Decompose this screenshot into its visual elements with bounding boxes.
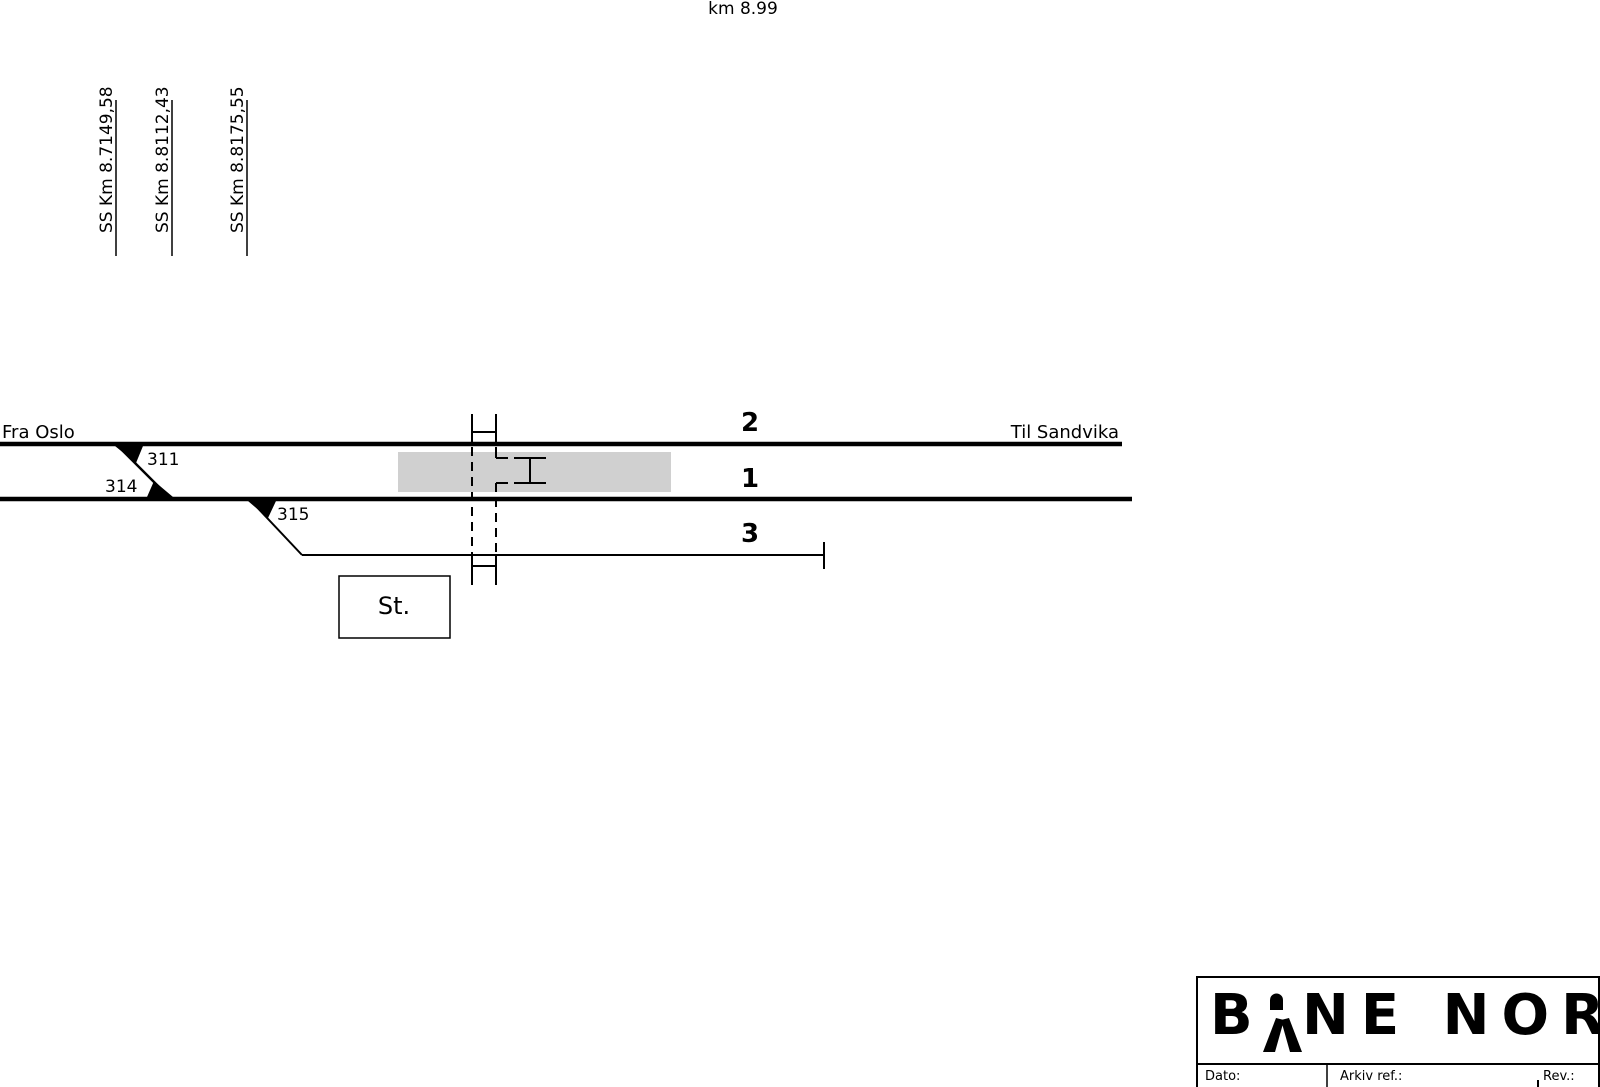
bane-nor-logo: B NE NOR [1210,983,1600,1052]
logo-text-rest: NE NOR [1302,983,1600,1048]
switch-314-marker [147,481,173,497]
km-label: km 8.99 [708,0,778,19]
station-label: St. [378,592,410,620]
track-3-number: 3 [741,519,759,549]
track-2-number: 2 [741,408,759,438]
direction-from-label: Fra Oslo [2,422,75,443]
ss-marker-2: SS Km 8.8112,43 [153,86,173,256]
track-1-number: 1 [741,464,759,494]
ss-marker-3: SS Km 8.8175,55 [228,86,248,256]
ss-marker-1: SS Km 8.7149,58 [97,86,117,256]
switch-315-marker[interactable] [248,501,276,518]
switch-315-label: 315 [277,505,309,525]
ss-marker-label: SS Km 8.8112,43 [153,86,173,233]
archive-ref-label: Arkiv ref.: [1340,1069,1402,1084]
ss-marker-label: SS Km 8.7149,58 [97,86,117,233]
ss-marker-label: SS Km 8.8175,55 [228,86,248,233]
logo-letter-b: B [1210,983,1262,1048]
logo-tunnel-icon [1270,993,1283,1010]
rev-label: Rev.: [1543,1069,1575,1084]
switch-311-marker [115,446,143,463]
date-label: Dato: [1205,1069,1240,1084]
direction-to-label: Til Sandvika [1010,422,1119,443]
track-3-line[interactable] [252,502,825,569]
title-block: B NE NOR Dato: Arkiv ref.: Rev.: [1196,976,1600,1087]
switch-314-label: 314 [105,477,137,497]
station-building[interactable]: St. [338,575,451,639]
switch-311-label: 311 [147,450,179,470]
crossover-311-314[interactable] [115,445,173,499]
